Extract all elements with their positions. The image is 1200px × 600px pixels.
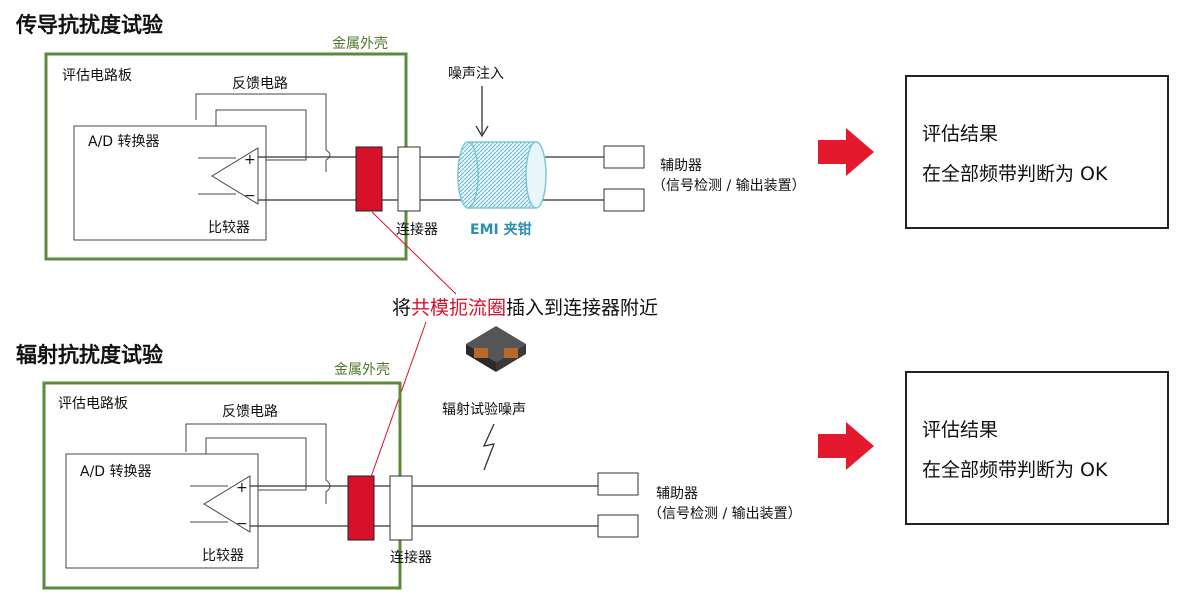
radiated-aux-sub-label: （信号检测 / 输出装置） bbox=[648, 506, 802, 522]
conducted-aux-device-1 bbox=[603, 145, 645, 169]
conducted-comparator-label: 比较器 bbox=[208, 220, 250, 236]
conducted-result-title: 评估结果 bbox=[922, 123, 998, 145]
conducted-connector-label: 连接器 bbox=[396, 221, 438, 238]
radiated-aux-label: 辅助器 bbox=[656, 486, 698, 502]
radiated-noise-icon bbox=[482, 423, 496, 471]
conducted-result-box bbox=[905, 75, 1169, 229]
conducted-feedback-loop-inner bbox=[215, 109, 307, 161]
conducted-feedback-loop-outer bbox=[195, 93, 331, 172]
conducted-minus: − bbox=[244, 188, 256, 204]
radiated-aux-device-2 bbox=[597, 514, 639, 538]
conducted-choke bbox=[355, 146, 383, 212]
conducted-plus: + bbox=[244, 152, 256, 168]
conducted-comparator bbox=[211, 147, 259, 205]
callout: 将共模扼流圈插入到连接器附近 bbox=[359, 211, 658, 509]
radiated-plus: + bbox=[236, 480, 248, 496]
radiated-result-box bbox=[905, 371, 1169, 525]
conducted-feedback-label: 反馈电路 bbox=[232, 76, 288, 92]
callout-text: 将共模扼流圈插入到连接器附近 bbox=[392, 297, 658, 319]
radiated-comparator bbox=[203, 475, 251, 533]
conducted-aux-label: 辅助器 bbox=[660, 158, 702, 174]
conducted-result-arrow bbox=[818, 128, 874, 176]
conducted-adc-label: A/D 转换器 bbox=[88, 133, 160, 150]
radiated-enclosure-label: 金属外壳 bbox=[334, 361, 390, 378]
conducted-clamp-label: EMI 夹钳 bbox=[470, 221, 532, 238]
conducted-noise-label: 噪声注入 bbox=[448, 66, 504, 82]
conducted-enclosure-label: 金属外壳 bbox=[332, 35, 388, 52]
radiated-result-title: 评估结果 bbox=[922, 419, 998, 441]
radiated-adc-label: A/D 转换器 bbox=[80, 463, 152, 480]
conducted-emi-clamp bbox=[457, 141, 547, 209]
conducted-board-label: 评估电路板 bbox=[62, 68, 132, 84]
callout-suffix: 插入到连接器附近 bbox=[506, 297, 658, 319]
radiated-choke bbox=[347, 475, 375, 541]
radiated-comparator-label: 比较器 bbox=[202, 548, 244, 564]
conducted-section: 传导抗扰度试验 金属外壳 评估电路板 反馈电路 A/D 转换器 + − 比较器 … bbox=[15, 13, 1169, 261]
radiated-result-arrow bbox=[818, 422, 874, 470]
radiated-feedback-loop-outer bbox=[185, 423, 331, 504]
radiated-connector-label: 连接器 bbox=[390, 549, 432, 566]
conducted-connector bbox=[397, 146, 421, 212]
radiated-title: 辐射抗扰度试验 bbox=[16, 343, 163, 367]
radiated-result-text: 在全部频带判断为 OK bbox=[922, 459, 1108, 481]
callout-prefix: 将 bbox=[392, 297, 411, 319]
radiated-section: 辐射抗扰度试验 金属外壳 评估电路板 反馈电路 A/D 转换器 + − 比较器 … bbox=[16, 343, 1169, 590]
callout-highlight: 共模扼流圈 bbox=[411, 297, 506, 319]
radiated-feedback-loop-inner bbox=[205, 437, 307, 491]
conducted-title: 传导抗扰度试验 bbox=[15, 13, 163, 37]
radiated-noise-label: 辐射试验噪声 bbox=[442, 402, 526, 418]
radiated-aux-device-1 bbox=[597, 472, 639, 496]
radiated-board-label: 评估电路板 bbox=[58, 396, 128, 412]
choke-component-image bbox=[466, 326, 526, 372]
callout-line-top bbox=[371, 211, 457, 295]
conducted-aux-sub-label: （信号检测 / 输出装置） bbox=[652, 178, 806, 194]
radiated-connector bbox=[389, 475, 413, 541]
conducted-result-text: 在全部频带判断为 OK bbox=[922, 163, 1108, 185]
conducted-aux-device-2 bbox=[603, 188, 645, 212]
radiated-feedback-label: 反馈电路 bbox=[222, 404, 278, 420]
radiated-minus: − bbox=[236, 516, 248, 532]
